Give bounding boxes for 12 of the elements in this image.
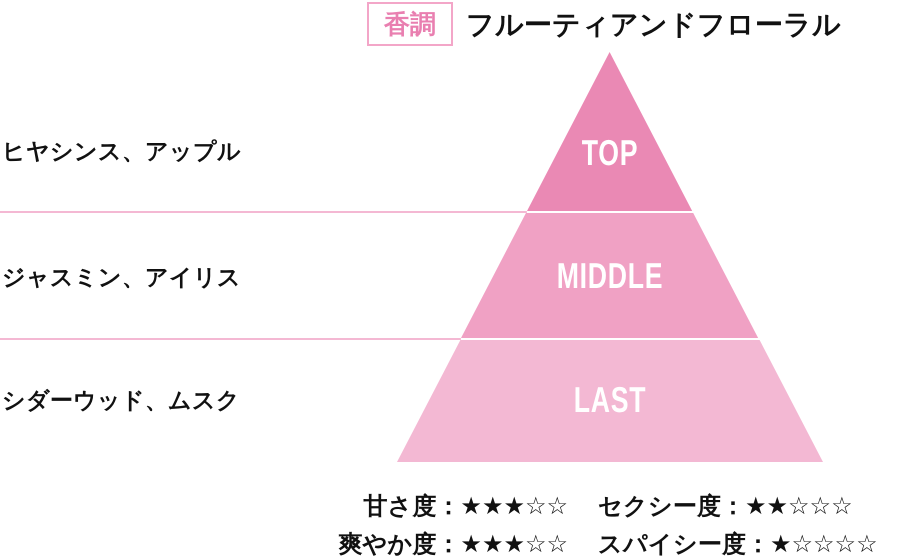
notes-label: ジャスミン、アイリス	[2, 264, 241, 293]
pyramid-tier: LAST	[397, 340, 823, 462]
category-tag: 香調	[367, 2, 453, 46]
rating-text: 爽やか度：★★★☆☆	[338, 528, 568, 557]
pyramid-tier: TOP	[527, 52, 693, 211]
rating-text: セクシー度：★★☆☆☆	[598, 490, 853, 522]
notes-label: シダーウッド、ムスク	[2, 387, 240, 416]
notes-label: ヒヤシンス、アップル	[2, 138, 241, 167]
heading: フルーティアンドフローラル	[466, 7, 841, 43]
rating-text: 甘さ度：★★★☆☆	[363, 490, 568, 522]
pyramid-tier: MIDDLE	[461, 213, 759, 338]
rating-text: スパイシー度：★☆☆☆☆	[598, 528, 878, 557]
